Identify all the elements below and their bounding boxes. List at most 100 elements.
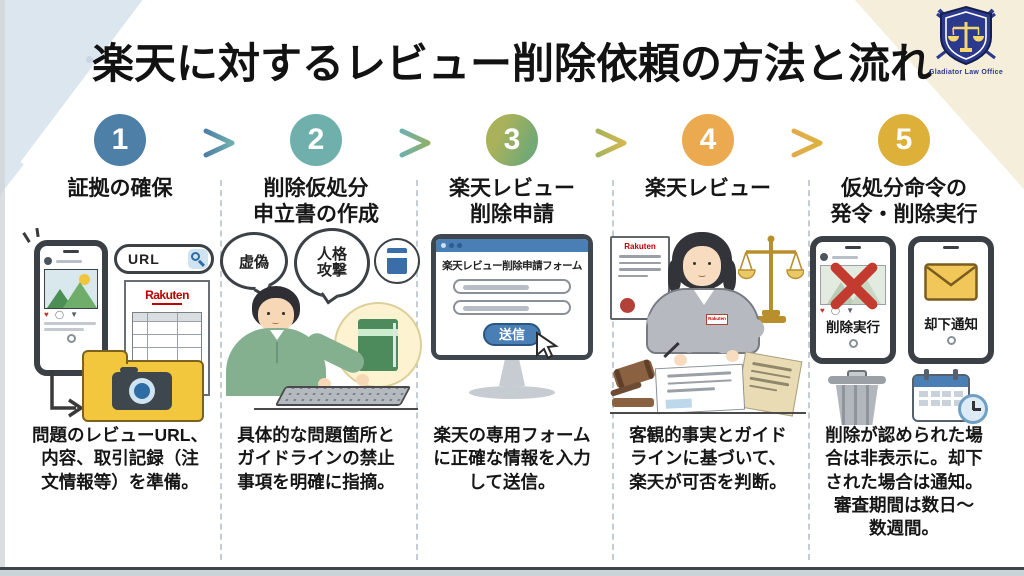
person-hand [726,350,739,362]
step-number-badge: 4 [682,114,734,166]
reaction-icons: ♥ ◯ ▼ [44,311,98,319]
person-face [683,246,721,286]
sun-icon [79,274,90,285]
browser-bar [436,239,588,252]
monitor-screen: 楽天レビュー削除申請フォーム 送信 [436,239,588,360]
folder-tab [81,350,128,364]
step3-illustration: 楽天レビュー削除申請フォーム 送信 [414,228,610,420]
misc-reaction-icons: ◯ ▼ [54,310,81,319]
person-hand [356,374,369,386]
step5-illustration: ♥ ◯ ▼ 削除実行 却下通知 [806,228,1002,425]
search-icon [188,249,208,269]
law-office-logo: Gladiator Law Office [920,4,1012,76]
step-title: 楽天レビュー [645,177,771,200]
step-description: 具体的な問題箇所と ガイドラインの禁止 事項を明確に指摘。 [237,425,395,492]
bubble-text: 虚偽 [238,253,269,271]
speech-bubble-personal-attack: 人格 攻撃 [294,228,370,305]
scales-of-justice-icon [738,235,804,323]
form-title: 楽天レビュー削除申請フォーム [442,260,582,272]
step-description: 楽天の専用フォーム に正確な情報を入力 して送信。 [433,425,591,492]
avatar [820,253,828,261]
mountain-icon [63,282,97,308]
url-bar: URL [114,244,214,274]
step-description: 問題のレビューURL、 内容、取引記録（注 文情報等）を準備。 [32,425,208,492]
step-title: 証拠の確保 [67,177,173,200]
submit-label: 送信 [498,327,525,342]
step-column-4: 4 楽天レビュー Rakuten [609,112,806,566]
blue-book-icon [387,248,407,274]
gavel-block [612,398,654,407]
monitor: 楽天レビュー削除申請フォーム 送信 [431,234,593,360]
brand-underline [152,303,182,305]
person-hand [674,354,687,366]
shield-scales-icon [936,5,996,66]
flow-arrow-1 [148,128,235,158]
name-badge: Rakuten [706,314,728,325]
column-divider-2 [416,180,418,560]
heart-icon: ♥ [44,310,51,319]
post-header [44,257,98,265]
evidence-folder-icon [81,350,204,422]
step-column-2: 2 削除仮処分 申立書の作成 虚偽 人格 攻撃 [218,112,422,566]
bottom-edge-strip [0,567,1024,576]
column-divider-4 [808,180,810,560]
desk-line [610,412,806,414]
text-line [44,322,96,325]
receipt-table [132,312,202,362]
post-image [44,269,98,309]
document-brand: Rakuten [624,242,656,251]
column-divider-1 [220,180,222,560]
decoration-dot [86,56,93,63]
camera-icon [112,367,172,410]
keyboard-icon [274,386,412,406]
calendar-icon [912,369,970,422]
red-seal-icon [620,298,635,313]
submit-button[interactable]: 送信 [483,323,559,360]
left-edge-shadow [0,0,5,576]
step4-illustration: Rakuten [609,228,806,420]
step-number-badge: 3 [486,114,538,166]
step-column-1: 1 証拠の確保 ♥ ◯ ▼ [22,112,218,566]
cursor-icon [536,331,559,360]
trash-can-icon [828,370,886,425]
person-face [258,298,294,332]
step-column-5: 5 仮処分命令の 発令・削除実行 ♥ ◯ ▼ 削除実行 [806,112,1002,566]
form-input[interactable] [453,279,571,294]
input-placeholder-bar [463,284,529,290]
step-description: 客観的事実とガイド ラインに基づいて、 楽天が可否を判断。 [629,425,787,492]
logo-caption: Gladiator Law Office [928,69,1004,76]
green-book-icon [358,319,398,371]
smartphone-review-screen: ♥ ◯ ▼ [34,240,108,376]
text-line [44,328,84,331]
form-input[interactable] [453,300,571,315]
rejected-label: 却下通知 [924,317,978,332]
reference-paper [735,351,803,417]
flow-arrow-2 [344,128,431,158]
bubble-text: 人格 攻撃 [316,245,347,279]
receipt-brand: Rakuten [145,288,189,302]
avatar [44,257,52,265]
monitor-stand [499,360,525,386]
username-placeholder [56,259,82,263]
input-placeholder-bar [463,305,529,311]
speech-bubble-guideline-book [374,238,420,284]
clock-icon [958,394,988,424]
misc-reaction-icons: ◯ ▼ [830,306,857,315]
step-number-badge: 1 [94,114,146,166]
step1-illustration: ♥ ◯ ▼ URL Rakuten [22,227,218,422]
sparkle-icon [22,232,31,243]
heart-icon: ♥ [820,306,827,315]
step-column-3: 3 楽天レビュー 削除申請 楽天レビュー削除申請フォーム [414,112,610,566]
sparkle-icon [35,227,40,238]
tablet-rejection-notice: 却下通知 [908,236,994,364]
speech-bubble-falsehood: 虚偽 [220,232,288,298]
tablet-deletion-executed: ♥ ◯ ▼ 削除実行 [810,236,896,364]
phone-home-button [848,339,858,348]
phone-speaker [943,246,959,249]
guideline-book-bubble [334,302,422,388]
step-number-badge: 2 [290,114,342,166]
phone-speaker [63,250,79,253]
envelope-icon [924,263,978,301]
arrow-to-folder-icon [50,370,83,418]
